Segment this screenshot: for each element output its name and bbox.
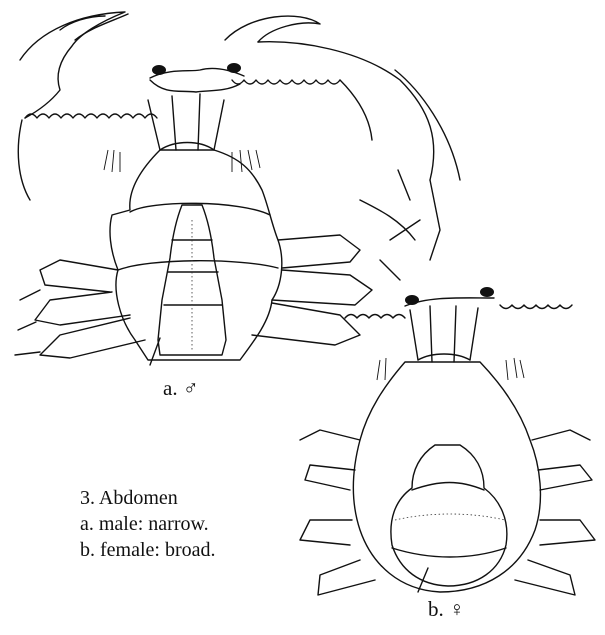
male-left-claw [20, 12, 125, 118]
female-right-claw-edge [500, 305, 572, 309]
caption-title: 3. Abdomen [80, 485, 216, 511]
caption-line-female: b. female: broad. [80, 537, 216, 563]
female-label: b. ♀ [428, 597, 465, 622]
female-right-eye [480, 287, 494, 297]
male-legs-right [252, 235, 372, 345]
male-right-claw-edge [232, 80, 340, 84]
figure-caption: 3. Abdomen a. male: narrow. b. female: b… [80, 485, 216, 563]
male-legs-left [35, 260, 145, 358]
male-sternum [110, 150, 282, 360]
female-legs-right [515, 430, 595, 595]
female-crab-drawing [300, 287, 595, 595]
female-left-claw-edge [345, 315, 405, 319]
caption-line-male: a. male: narrow. [80, 511, 216, 537]
male-left-claw-edge [25, 114, 157, 118]
male-crab-drawing [15, 12, 460, 365]
female-abdomen [391, 445, 507, 586]
female-legs-left [300, 430, 375, 595]
male-label: a. ♂ [163, 376, 199, 401]
male-right-claw [225, 16, 320, 42]
